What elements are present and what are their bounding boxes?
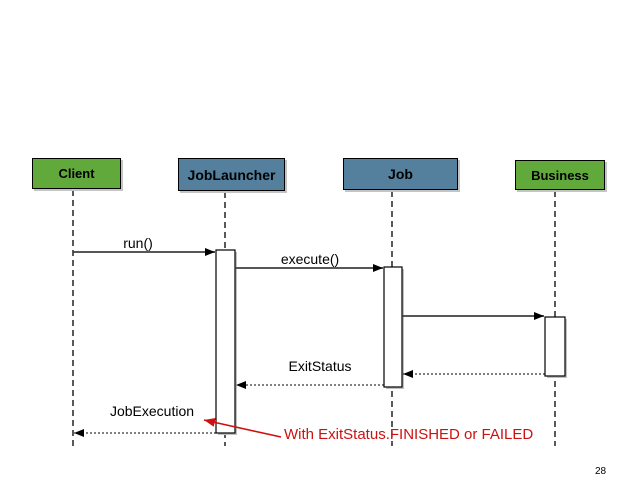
message-label-execute: execute() xyxy=(280,251,340,267)
annotation-arrow xyxy=(203,417,282,438)
message-label-exitstatus: ExitStatus xyxy=(288,358,352,374)
page-number: 28 xyxy=(595,466,607,477)
actor-label: Job xyxy=(388,166,413,182)
actor-box-client: Client xyxy=(32,158,121,189)
actor-label: Client xyxy=(58,166,95,181)
actor-label: Business xyxy=(531,167,589,183)
annotation-text: With ExitStatus.FINISHED or FAILED xyxy=(284,426,534,443)
message-label-jobexecution: JobExecution xyxy=(109,403,195,419)
activation-business xyxy=(544,316,566,377)
actor-box-business: Business xyxy=(515,160,605,190)
message-label-run: run() xyxy=(123,235,153,251)
actor-box-job: Job xyxy=(343,158,458,190)
actor-label: JobLauncher xyxy=(187,166,276,183)
activation-job xyxy=(383,266,403,388)
actor-box-joblauncher: JobLauncher xyxy=(178,158,285,191)
activation-joblauncher xyxy=(215,249,236,434)
